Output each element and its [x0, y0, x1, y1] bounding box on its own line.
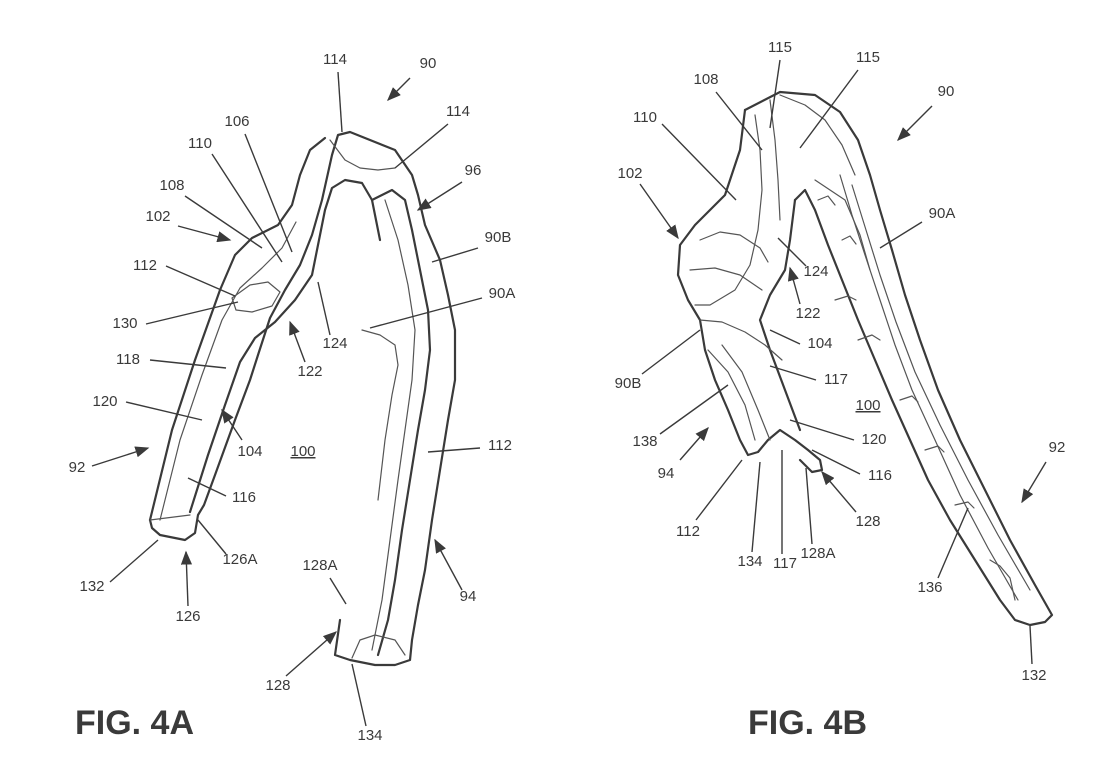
fig-4a-label-134: 134	[357, 727, 382, 744]
fig-4a-label-130: 130	[112, 315, 137, 332]
fig-4b-label-116: 116	[868, 467, 892, 484]
fig-4a-label-112-left: 112	[133, 257, 157, 274]
fig-4b-label-115-left: 115	[768, 39, 792, 56]
fig-4b-label-90: 90	[938, 83, 955, 100]
fig-4a-label-110: 110	[188, 135, 212, 152]
fig-4a-label-128: 128	[265, 677, 290, 694]
fig-4b-label-132: 132	[1021, 667, 1046, 684]
fig-4a-label-94: 94	[460, 588, 477, 605]
fig-4b-left-block	[678, 110, 822, 472]
fig-4a-label-100: 100	[290, 443, 315, 460]
fig-4a-label-126: 126	[175, 608, 200, 625]
fig-4b-label-112: 112	[676, 523, 700, 540]
fig-4b-annotations: 115 115 108 90 110 102 90A 124 122 104 9…	[615, 39, 1066, 742]
fig-4a-label-112-right: 112	[488, 437, 512, 454]
fig-4a-label-122: 122	[297, 363, 322, 380]
fig-4a-label-114-right: 114	[446, 103, 470, 120]
fig-4b-label-110: 110	[633, 109, 657, 126]
fig-4b-label-102: 102	[617, 165, 642, 182]
fig-4b-label-134: 134	[737, 553, 762, 570]
fig-4a-label-124: 124	[322, 335, 347, 352]
fig-4b-title: FIG. 4B	[748, 704, 867, 742]
fig-4a-label-128A: 128A	[302, 557, 337, 574]
fig-4b-device	[678, 92, 1052, 625]
fig-4a-label-120: 120	[92, 393, 117, 410]
fig-4b-label-128A: 128A	[800, 545, 835, 562]
fig-4b-label-117-top: 117	[824, 371, 848, 388]
fig-4a-label-118: 118	[116, 351, 140, 368]
fig-4a-label-132: 132	[79, 578, 104, 595]
fig-4b-outer-contour	[745, 92, 1052, 625]
fig-4a-label-92: 92	[69, 459, 86, 476]
fig-4b-label-90A: 90A	[929, 205, 956, 222]
fig-4b-label-92: 92	[1049, 439, 1066, 456]
fig-4a-label-106: 106	[224, 113, 249, 130]
fig-4a-left-arm-outer	[150, 138, 325, 520]
fig-4b-label-128: 128	[855, 513, 880, 530]
fig-4b-label-90B: 90B	[615, 375, 642, 392]
fig-4a-label-126A: 126A	[222, 551, 257, 568]
fig-4b-label-120: 120	[861, 431, 886, 448]
fig-4a-label-90: 90	[420, 55, 437, 72]
fig-4a-label-104: 104	[237, 443, 262, 460]
fig-4b-label-94: 94	[658, 465, 675, 482]
fig-4b-label-136: 136	[917, 579, 942, 596]
fig-4a-title: FIG. 4A	[75, 704, 194, 742]
fig-4a-annotations: 114 90 114 106 110 96 108 102 90B 112 90…	[69, 51, 516, 744]
fig-4b-label-138: 138	[632, 433, 657, 450]
fig-4b-label-115-right: 115	[856, 49, 880, 66]
fig-4b-label-122: 122	[795, 305, 820, 322]
fig-4a-label-108: 108	[159, 177, 184, 194]
fig-4a-label-114-top: 114	[323, 51, 347, 68]
fig-4a-label-90A: 90A	[489, 285, 516, 302]
fig-4b-label-108: 108	[693, 71, 718, 88]
fig-4a-device	[150, 132, 455, 665]
fig-4b-label-124: 124	[803, 263, 828, 280]
fig-4b-label-104: 104	[807, 335, 832, 352]
fig-4b-label-117-bottom: 117	[773, 555, 797, 572]
fig-4a-label-116: 116	[232, 489, 256, 506]
fig-4a-label-90B: 90B	[485, 229, 512, 246]
fig-4a-label-96: 96	[465, 162, 482, 179]
fig-4a-label-102: 102	[145, 208, 170, 225]
fig-4b-label-100: 100	[855, 397, 880, 414]
